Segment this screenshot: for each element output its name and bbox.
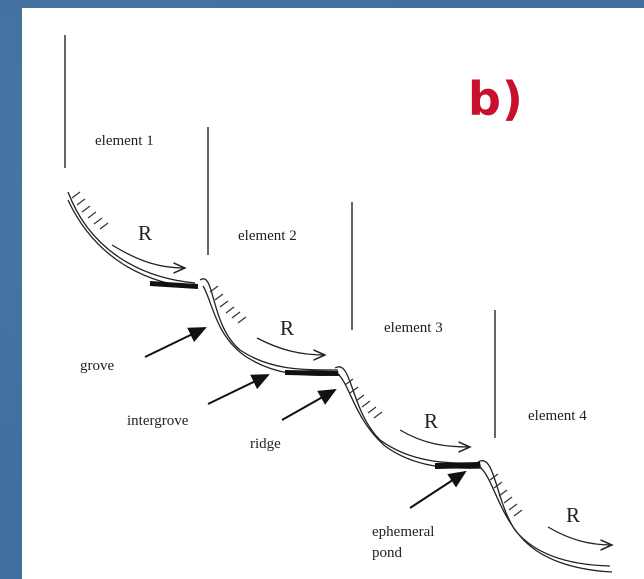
ridge-pointer xyxy=(281,389,337,421)
runoff-arrow-1 xyxy=(111,244,185,268)
ephemeral-pond-label-line2: pond xyxy=(372,545,403,561)
pond-1 xyxy=(150,281,198,289)
runoff-label-1: R xyxy=(138,221,152,245)
slope-segment-1 xyxy=(67,191,199,289)
ridge-label: ridge xyxy=(250,436,281,452)
slope-segment-4 xyxy=(477,460,613,573)
vegetation-grove-3 xyxy=(344,378,383,419)
grove-label: grove xyxy=(80,358,114,374)
slope-segment-3 xyxy=(334,366,483,469)
panel-label: b) xyxy=(468,72,524,126)
runoff-label-2: R xyxy=(280,316,294,340)
ephemeral-pond xyxy=(435,462,481,469)
runoff-label-4: R xyxy=(566,503,580,527)
runoff-arrow-3 xyxy=(399,429,470,447)
element-2-label: element 2 xyxy=(238,228,297,244)
runoff-arrow-4 xyxy=(547,526,612,545)
intergrove-label: intergrove xyxy=(127,413,189,429)
vegetation-grove-4 xyxy=(489,473,523,517)
runoff-arrow-2 xyxy=(256,337,325,355)
diagram-panel xyxy=(22,8,644,579)
vegetation-grove-2 xyxy=(209,285,247,324)
vegetation-grove-1 xyxy=(71,191,109,230)
pond-2 xyxy=(285,370,339,376)
ephemeral-pond-label-line1: ephemeral xyxy=(372,524,434,540)
runoff-label-3: R xyxy=(424,409,438,433)
element-1-label: element 1 xyxy=(95,133,154,149)
element-4-label: element 4 xyxy=(528,408,587,424)
element-3-label: element 3 xyxy=(384,320,443,336)
ephemeral-pond-pointer xyxy=(409,470,467,509)
grove-pointer xyxy=(144,327,207,358)
slope-segment-2 xyxy=(199,278,341,376)
intergrove-pointer xyxy=(207,374,270,405)
